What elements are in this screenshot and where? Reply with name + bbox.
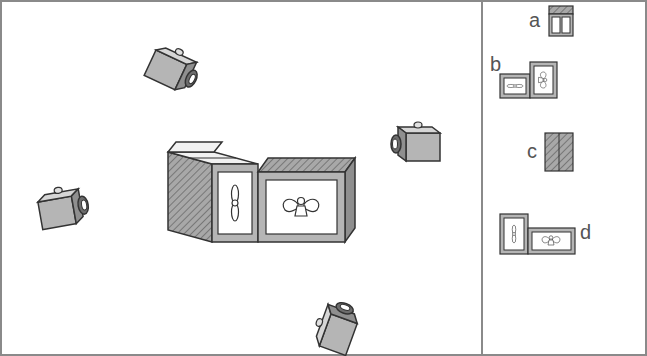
option-letter: b: [490, 54, 501, 74]
option-letter: d: [580, 222, 591, 242]
option-letter: c: [527, 141, 537, 161]
option-letter: a: [529, 10, 540, 30]
